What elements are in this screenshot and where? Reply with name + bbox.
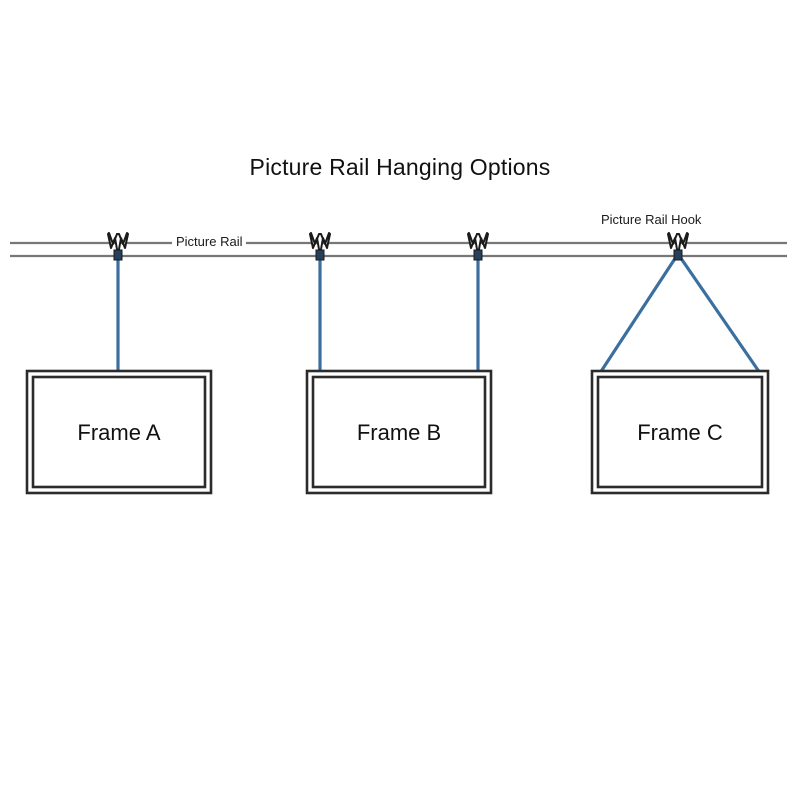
picture-frames	[25, 369, 770, 495]
picture-rail-label: Picture Rail	[172, 234, 247, 249]
picture-rail	[10, 241, 787, 258]
wire-frame-c-right	[676, 253, 762, 374]
wire-frame-c-left	[598, 253, 680, 374]
frame-a-label: Frame A	[77, 420, 161, 445]
frame-b[interactable]	[305, 369, 493, 495]
page-title: Picture Rail Hanging Options	[249, 154, 551, 180]
hanging-wires	[116, 252, 762, 374]
frame-a[interactable]	[25, 369, 213, 495]
frame-b-label: Frame B	[356, 420, 442, 445]
picture-rail-hook-icon-b2[interactable]	[467, 232, 489, 261]
picture-rail-hooks	[107, 232, 689, 261]
frame-c[interactable]	[590, 369, 770, 495]
frame-c-label: Frame C	[637, 420, 723, 445]
picture-rail-hook-icon-b1[interactable]	[309, 232, 331, 261]
picture-rail-hook-icon-a[interactable]	[107, 232, 129, 261]
picture-rail-hook-icon-c[interactable]	[667, 232, 689, 261]
picture-rail-hook-label: Picture Rail Hook	[601, 212, 702, 227]
